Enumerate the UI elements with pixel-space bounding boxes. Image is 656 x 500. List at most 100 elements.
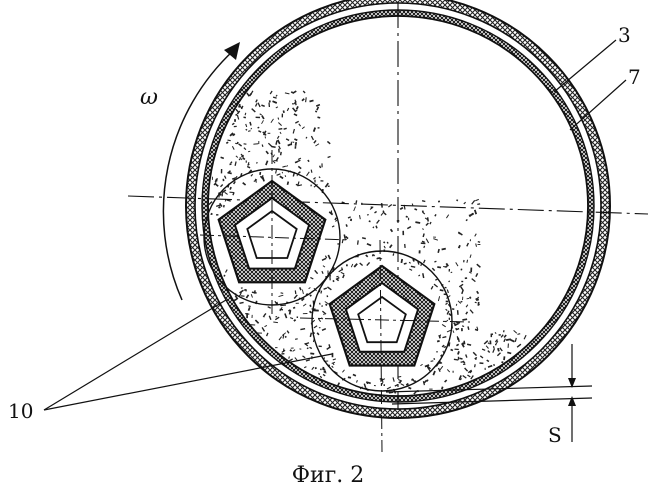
media-particle [342,239,343,243]
ref-label-10: 10 [8,399,33,423]
media-particle [252,292,257,293]
media-particle [316,367,317,369]
media-particle [331,210,332,214]
media-particle [308,160,309,162]
media-particle [310,295,311,297]
figure-caption: Фиг. 2 [292,463,364,488]
media-particle [494,364,495,366]
media-particle [449,281,450,282]
media-particle [276,141,277,145]
media-particle [321,291,322,294]
media-particle [278,118,279,120]
media-particle [443,267,447,268]
media-particle [318,117,321,118]
media-particle [358,240,359,244]
media-particle [285,175,286,177]
media-particle [435,214,436,216]
media-particle [442,387,443,390]
media-particle [289,357,290,359]
media-particle [362,238,366,239]
media-particle [271,147,275,148]
media-particle [239,159,240,160]
media-particle [437,267,441,268]
media-particle [333,280,334,281]
media-particle [274,161,278,162]
media-particle [442,249,446,250]
media-particle [472,214,473,215]
media-particle [423,234,424,238]
media-particle [346,224,347,226]
media-particle [517,334,520,335]
media-particle [353,375,356,376]
media-particle [451,350,453,351]
media-particle [366,382,371,383]
media-particle [404,263,407,264]
media-particle [467,260,468,263]
media-particle [451,272,453,273]
gap-label-s: S [548,423,562,447]
media-particle [319,373,320,374]
media-particle [250,122,251,126]
ref-label-3: 3 [618,23,631,47]
media-particle [507,352,511,353]
media-particle [282,172,283,173]
media-particle [477,204,480,205]
media-particle [320,303,321,305]
media-particle [428,217,429,221]
media-particle [248,306,250,307]
ref-label-7: 7 [628,65,641,89]
media-particle [320,166,321,168]
media-particle [423,273,424,278]
media-particle [369,221,371,222]
media-particle [253,144,258,145]
media-particle [506,339,511,340]
media-particle [273,322,278,323]
media-particle [296,142,297,146]
media-particle [226,142,228,143]
media-particle [248,151,250,152]
media-particle [217,178,218,181]
media-particle [373,227,374,228]
media-particle [315,111,317,112]
media-particle [408,388,411,389]
media-particle [413,379,414,381]
media-particle [412,204,413,206]
media-particle [356,200,357,203]
media-particle [470,297,471,299]
media-particle [306,137,307,138]
media-particle [431,361,434,362]
media-particle [336,276,338,277]
media-particle [406,384,408,386]
media-particle [280,309,283,310]
media-particle [295,290,296,294]
media-particle [245,113,246,115]
media-particle [230,164,232,165]
media-particle [440,290,444,291]
media-particle [285,336,286,337]
media-particle [457,200,458,202]
media-particle [444,347,447,348]
media-particle [435,279,437,280]
media-particle [442,337,446,338]
media-particle [321,318,323,319]
omega-label: ω [140,85,158,110]
media-particle [283,111,284,113]
media-particle [310,353,314,354]
media-particle [249,307,250,310]
media-particle [283,349,284,352]
media-particle [322,305,323,306]
media-particle [468,326,469,329]
media-particle [281,305,286,306]
media-particle [478,304,480,305]
media-particle [211,213,213,214]
media-particle [258,127,260,128]
media-particle [321,369,322,370]
media-particle [438,249,439,253]
media-particle [295,339,298,340]
media-particle [458,351,459,354]
media-particle [327,295,328,297]
media-particle [219,207,221,208]
media-particle [290,350,292,351]
media-particle [228,140,231,141]
